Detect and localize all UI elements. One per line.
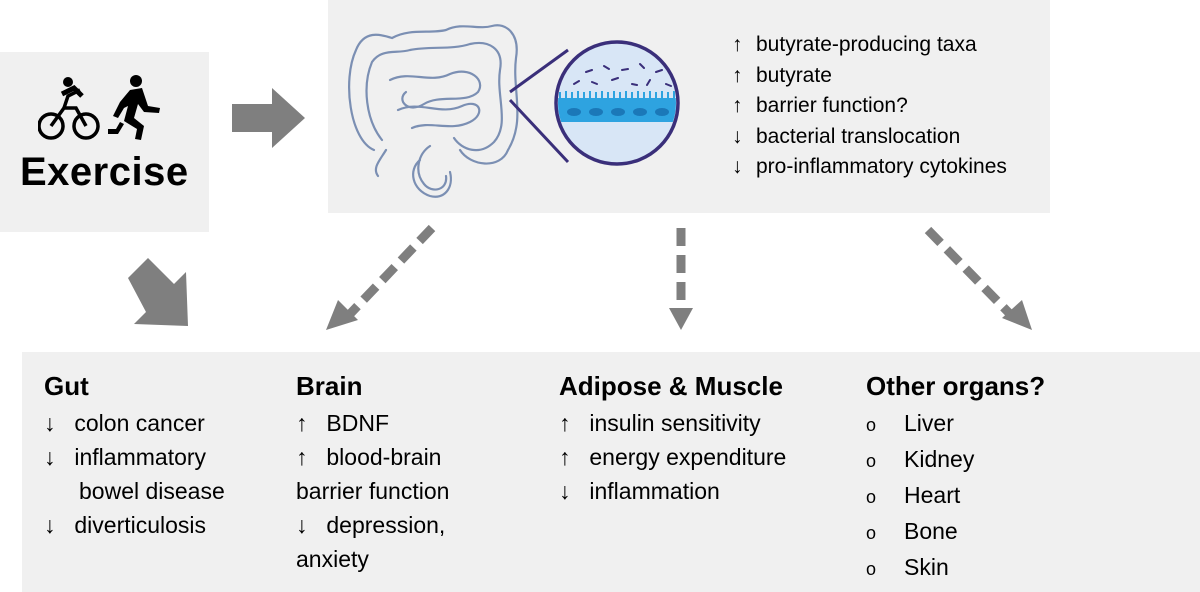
list-item: ↓ depression, [296,512,446,538]
outcomes-panel [22,352,1200,592]
dashed-arrow-to-brain [346,224,436,318]
effect-item: ↑butyrate-producing taxa [732,33,977,56]
arrowhead-brain [326,300,358,330]
adipose-heading: Adipose & Muscle [559,371,783,401]
gut-heading: Gut [44,371,89,401]
list-item: ↓ diverticulosis [44,512,207,538]
brain-outcomes: Brain ↑ BDNF ↑ blood-brain barrier funct… [296,368,449,576]
effect-item: ↑butyrate [732,63,832,87]
list-item: bowel disease [79,478,225,504]
arrowhead-other [1002,300,1032,330]
exercise-panel [0,52,209,232]
gut-effects-list: ↑butyrate-producing taxa ↑butyrate ↑barr… [732,30,1007,183]
list-item: anxiety [296,546,369,572]
other-organs-heading: Other organs? [866,371,1046,401]
list-item: barrier function [296,478,450,504]
arrowhead-adipose [669,308,693,330]
gut-microbiome-panel [328,0,1050,213]
list-item: ↓ inflammation [559,478,720,504]
effect-item: ↓pro-inflammatory cytokines [732,155,1007,178]
list-item: ↑ energy expenditure [559,444,787,470]
magnifier-lines [508,48,570,164]
effect-item: ↑barrier function? [732,94,908,117]
list-item: ↓ colon cancer [44,410,205,436]
dashed-arrow-to-other [924,226,1014,318]
magnified-epithelium [554,40,680,166]
list-item: ↑ BDNF [296,410,390,436]
gut-outcomes: Gut ↓ colon cancer ↓ inflammatory bowel … [44,368,225,542]
brain-heading: Brain [296,371,363,401]
adipose-muscle-outcomes: Adipose & Muscle ↑ insulin sensitivity ↑… [559,368,786,508]
exercise-title: Exercise [20,150,189,194]
arrow-exercise-to-gut [232,88,305,148]
exercise-icons [37,74,178,149]
list-item: ↓ inflammatory [44,444,207,470]
effect-item: ↓bacterial translocation [732,124,961,148]
running-icon [108,75,160,140]
cycling-icon [37,77,100,140]
list-item: ↑ blood-brain [296,444,442,470]
arrow-exercise-to-outcomes [128,258,188,326]
list-item: ↑ insulin sensitivity [559,410,761,436]
intestine-illustration [348,24,519,198]
